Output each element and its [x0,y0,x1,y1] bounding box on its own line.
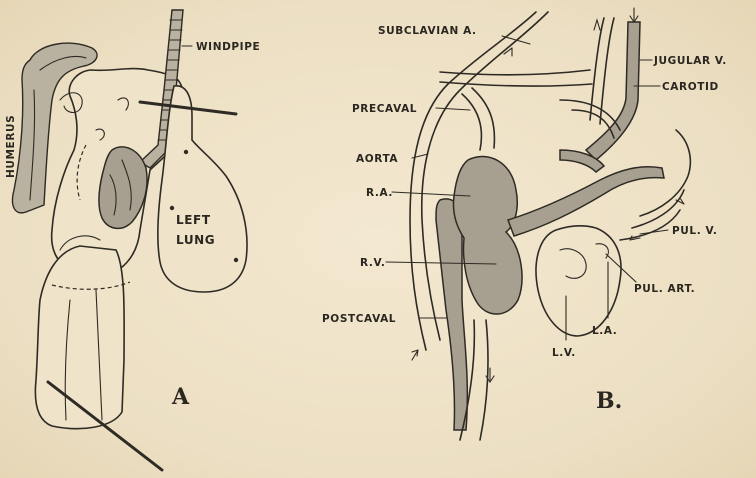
left-lung [158,86,247,292]
label-ra: R.A. [366,187,393,199]
figure-b: SUBCLAVIAN A. JUGULAR V. CAROTID PRECAVA… [322,8,727,440]
label-jugular: JUGULAR V. [653,55,727,67]
panel-label-b: B. [596,388,622,414]
label-carotid: CAROTID [662,81,719,93]
heart-right-side [453,157,522,315]
label-rv: R.V. [360,257,385,269]
label-windpipe: WINDPIPE [196,41,260,53]
label-precaval: PRECAVAL [352,103,417,115]
label-la: L.A. [592,325,617,337]
label-pul-art: PUL. ART. [634,283,695,295]
lower-body [35,246,124,429]
panel-label-a: A [171,384,190,410]
label-humerus: HUMERUS [5,115,17,178]
label-postcaval: POSTCAVAL [322,313,396,325]
label-subclavian: SUBCLAVIAN A. [378,25,477,37]
jugular-vein [586,22,640,160]
label-aorta: AORTA [356,153,398,165]
label-pul-v: PUL. V. [672,225,718,237]
label-left-lung-2: LUNG [176,233,215,247]
label-left-lung-1: LEFT [176,213,211,227]
label-lv: L.V. [552,347,576,359]
figure-a: WINDPIPE HUMERUS LEFT LUNG A [5,10,260,470]
